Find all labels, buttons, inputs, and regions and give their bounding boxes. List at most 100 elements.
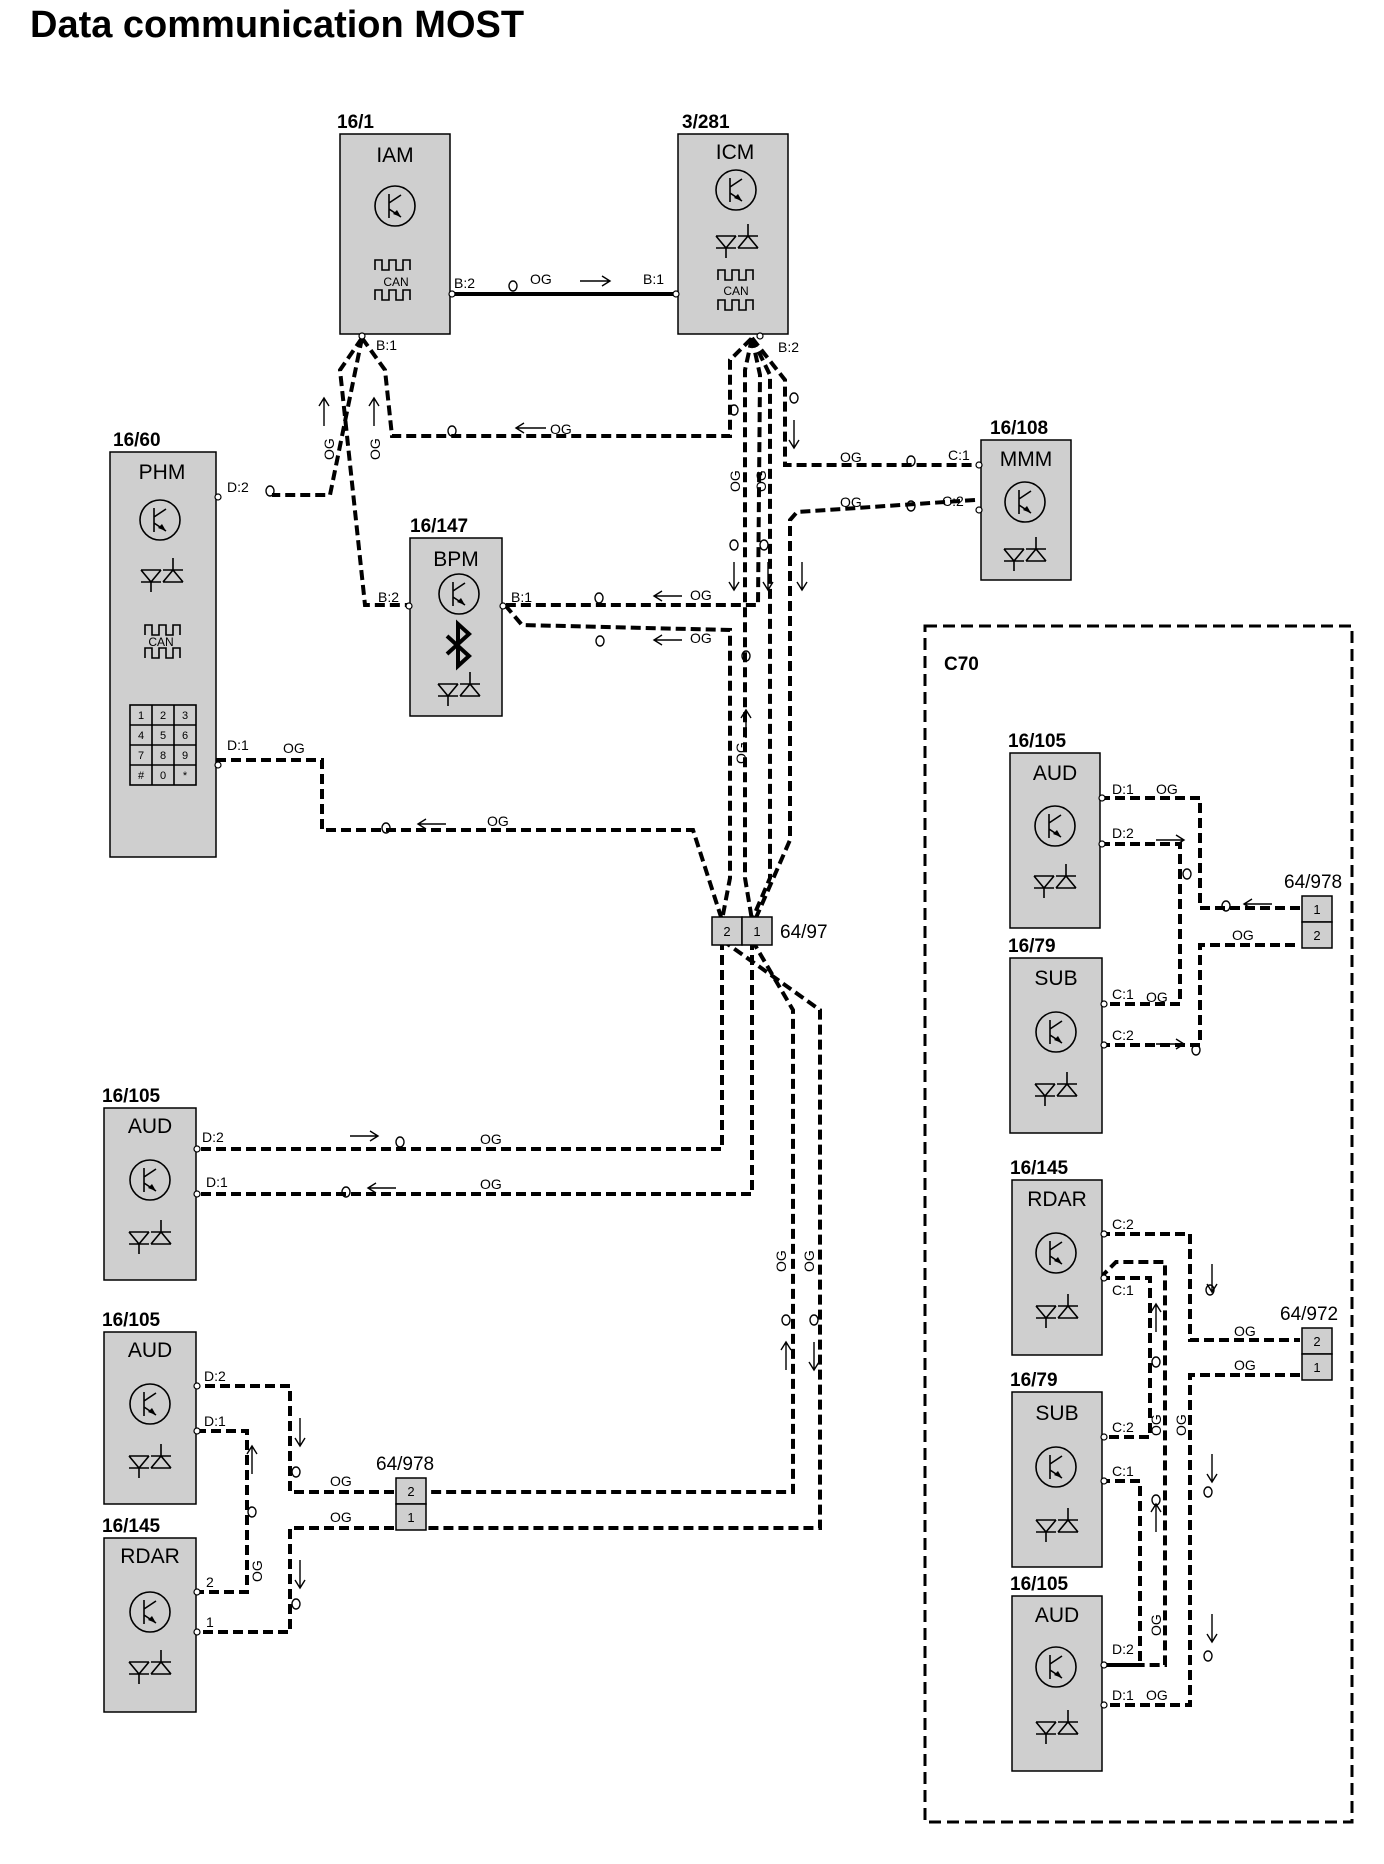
og-label: OG [1234, 1357, 1256, 1373]
module-c70-aud-bottom-label: AUD [1035, 1604, 1079, 1627]
pin-mmm-c1 [975, 461, 983, 469]
pin-phm-d1 [214, 761, 222, 769]
module-mmm-label: MMM [1000, 448, 1052, 471]
can-square-wave-icon: CAN [717, 269, 754, 311]
pin-rdar-a-2 [193, 1588, 201, 1596]
keypad-key: # [138, 770, 145, 782]
og-label: OG [1146, 989, 1168, 1005]
connector-64-97-pin-b: 1 [753, 924, 760, 939]
module-aud-b-ref: 16/105 [102, 1310, 161, 1331]
keypad-key: 8 [160, 750, 166, 762]
connector-64-97-label: 64/97 [780, 922, 828, 943]
transistor-icon [715, 169, 757, 211]
arrow-icon [246, 275, 1272, 1644]
keypad-key: 1 [138, 710, 144, 722]
pin-mmm-c2-label: C:2 [942, 493, 964, 509]
pin-c70-rdar-c1 [1100, 1274, 1108, 1282]
wire-color-labels: OG OG OG OG OG OG OG OG OG OG OG OG OG O… [249, 271, 1256, 1703]
optical-diode-icon [1003, 537, 1047, 571]
keypad-key: 5 [160, 730, 166, 742]
optical-diode-icon [1035, 1294, 1079, 1328]
pin-icm-b1 [672, 290, 680, 298]
module-c70-aud-bottom-ref: 16/105 [1010, 1574, 1069, 1595]
connector-64-972-pin-b: 1 [1313, 1360, 1320, 1375]
module-aud-a: 16/105 AUD D:2 D:1 [102, 1086, 228, 1281]
module-rdar-a-label: RDAR [120, 1545, 180, 1568]
module-c70-sub-bottom-label: SUB [1035, 1402, 1078, 1425]
pin-icm-b2-label: B:2 [778, 339, 799, 355]
connector-64-978-left: 2 1 64/978 [376, 1454, 434, 1531]
pin-aud-b-d2 [193, 1382, 201, 1390]
connector-64-978-left-pin-b: 1 [407, 1510, 414, 1525]
optical-diode-icon [140, 558, 184, 592]
pin-c70-rdar-c2 [1100, 1230, 1108, 1238]
module-aud-a-ref: 16/105 [102, 1086, 161, 1107]
module-c70-sub-bottom: 16/79 SUB C:2 C:1 [1010, 1370, 1134, 1568]
pin-mmm-c1-label: C:1 [948, 447, 970, 463]
ring-terminals [247, 280, 1231, 1662]
og-label: OG [1234, 1323, 1256, 1339]
transistor-icon [1035, 1446, 1077, 1488]
transistor-icon [438, 573, 480, 615]
pin-iam-b1-label: B:1 [376, 337, 397, 353]
module-iam-ref: 16/1 [337, 112, 374, 133]
pin-aud-b-d2-label: D:2 [204, 1368, 226, 1384]
module-mmm-ref: 16/108 [990, 418, 1048, 439]
pin-aud-b-d1 [193, 1427, 201, 1435]
module-aud-b-label: AUD [128, 1339, 172, 1362]
module-c70-aud-top-ref: 16/105 [1008, 731, 1067, 752]
pin-phm-d2 [214, 493, 222, 501]
optical-diode-icon [1035, 1710, 1079, 1744]
pin-phm-d1-label: D:1 [227, 737, 249, 753]
pin-c70-rdar-c1-label: C:1 [1112, 1282, 1134, 1298]
pin-c70-rdar-c2-label: C:2 [1112, 1216, 1134, 1232]
transistor-icon [374, 185, 416, 227]
pin-phm-d2-label: D:2 [227, 479, 249, 495]
keypad-key: * [183, 770, 188, 782]
keypad-key: 7 [138, 750, 144, 762]
optical-diode-icon [128, 1220, 172, 1254]
transistor-icon [1035, 1232, 1077, 1274]
connector-64-97: 2 1 64/97 [711, 916, 828, 946]
module-icm: 3/281 ICM CAN B:1 B:2 [643, 112, 799, 355]
module-c70-rdar-label: RDAR [1027, 1188, 1087, 1211]
og-label: OG [733, 742, 749, 764]
og-label: OG [801, 1250, 817, 1272]
pin-c70-aud-bottom-d2 [1100, 1661, 1108, 1669]
pin-iam-b2 [448, 290, 456, 298]
module-bpm-ref: 16/147 [410, 516, 468, 537]
pin-c70-sub-top-c2-label: C:2 [1112, 1027, 1134, 1043]
og-label: OG [727, 470, 743, 492]
c70-region: C70 [923, 624, 1354, 1824]
og-label: OG [480, 1131, 502, 1147]
module-phm-ref: 16/60 [113, 430, 161, 451]
pin-iam-b1 [358, 332, 366, 340]
module-c70-rdar-ref: 16/145 [1010, 1158, 1069, 1179]
connector-64-972-pin-a: 2 [1313, 1334, 1320, 1349]
module-c70-sub-top: 16/79 SUB C:1 C:2 [1008, 936, 1134, 1134]
pin-bpm-b2 [405, 602, 413, 610]
og-label: OG [840, 494, 862, 510]
transistor-icon [1034, 805, 1076, 847]
og-label: OG [1148, 1414, 1164, 1436]
keypad-key: 6 [182, 730, 188, 742]
optical-diode-icon [128, 1444, 172, 1478]
module-aud-b: 16/105 AUD D:2 D:1 [102, 1310, 226, 1505]
pin-bpm-b2-label: B:2 [378, 589, 399, 605]
module-c70-sub-bottom-ref: 16/79 [1010, 1370, 1058, 1391]
module-c70-sub-top-label: SUB [1034, 967, 1077, 990]
keypad-key: 2 [160, 710, 166, 722]
pin-c70-sub-top-c2 [1100, 1041, 1108, 1049]
transistor-icon [1004, 481, 1046, 523]
og-label: OG [550, 421, 572, 437]
keypad-key: 0 [160, 770, 166, 782]
connector-64-978-right-pin-b: 2 [1313, 928, 1320, 943]
connector-64-978-left-label: 64/978 [376, 1454, 434, 1475]
diagram-title: Data communication MOST [30, 4, 525, 46]
transistor-icon [129, 1383, 171, 1425]
pin-c70-sub-bottom-c1 [1100, 1477, 1108, 1485]
module-bpm-label: BPM [433, 548, 479, 571]
og-label: OG [330, 1473, 352, 1489]
og-label: OG [1156, 781, 1178, 797]
module-phm-label: PHM [139, 461, 186, 484]
